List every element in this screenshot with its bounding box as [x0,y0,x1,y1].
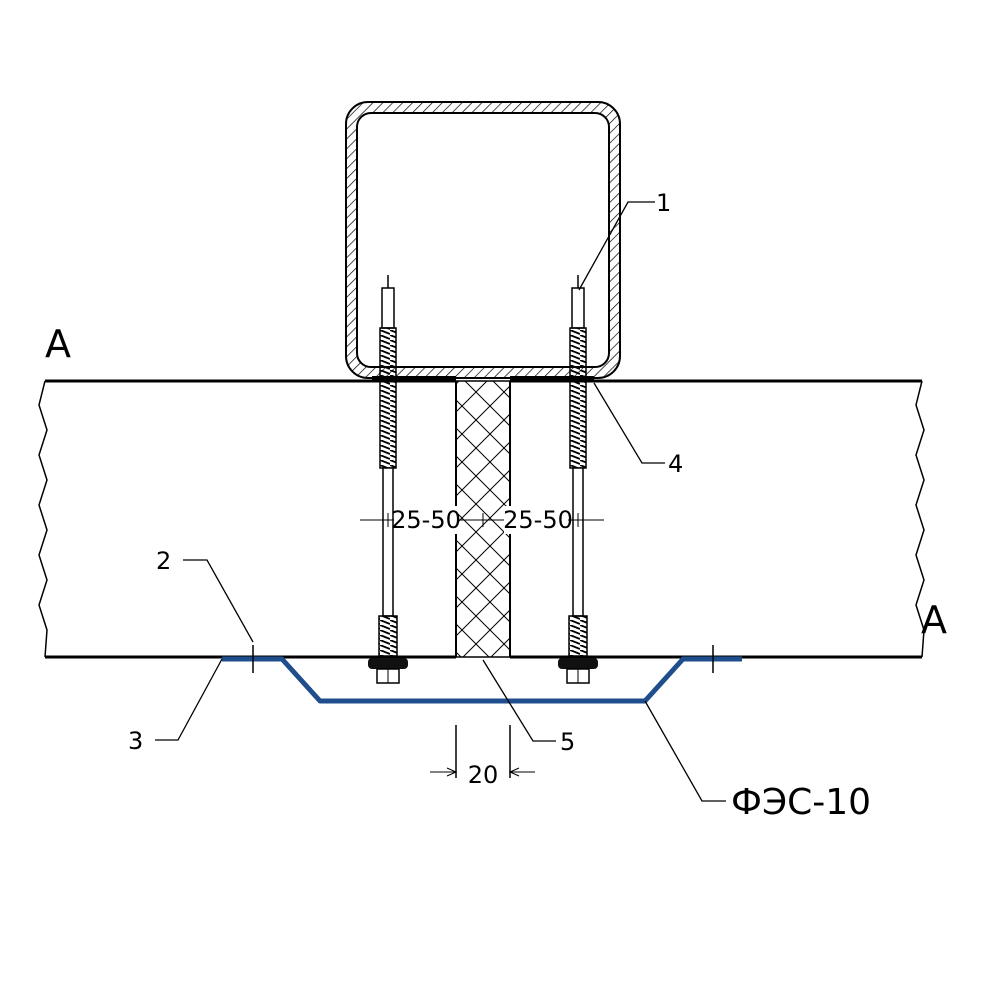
steel-tube [345,101,621,379]
section-mark-right: A [921,598,947,642]
sealing-tape [372,376,594,381]
callout-2: 2 [156,547,171,575]
flashing-profile [222,656,742,704]
callout-5: 5 [560,728,575,756]
leader-lines [155,201,726,802]
screw-right [558,275,598,684]
screw-left [368,275,408,684]
rivet-marks [252,645,714,673]
dimension-25-50: 25-50 25-50 [360,506,604,534]
callout-3: 3 [128,727,143,755]
dim-label-gap: 20 [468,761,499,789]
product-label: ФЭС-10 [731,782,871,823]
section-mark-left: A [45,322,71,366]
dim-label-left: 25-50 [391,506,461,534]
callout-4: 4 [668,450,683,478]
dim-label-right: 25-50 [503,506,573,534]
dimension-gap: 20 [430,725,535,789]
callout-1: 1 [656,189,671,217]
